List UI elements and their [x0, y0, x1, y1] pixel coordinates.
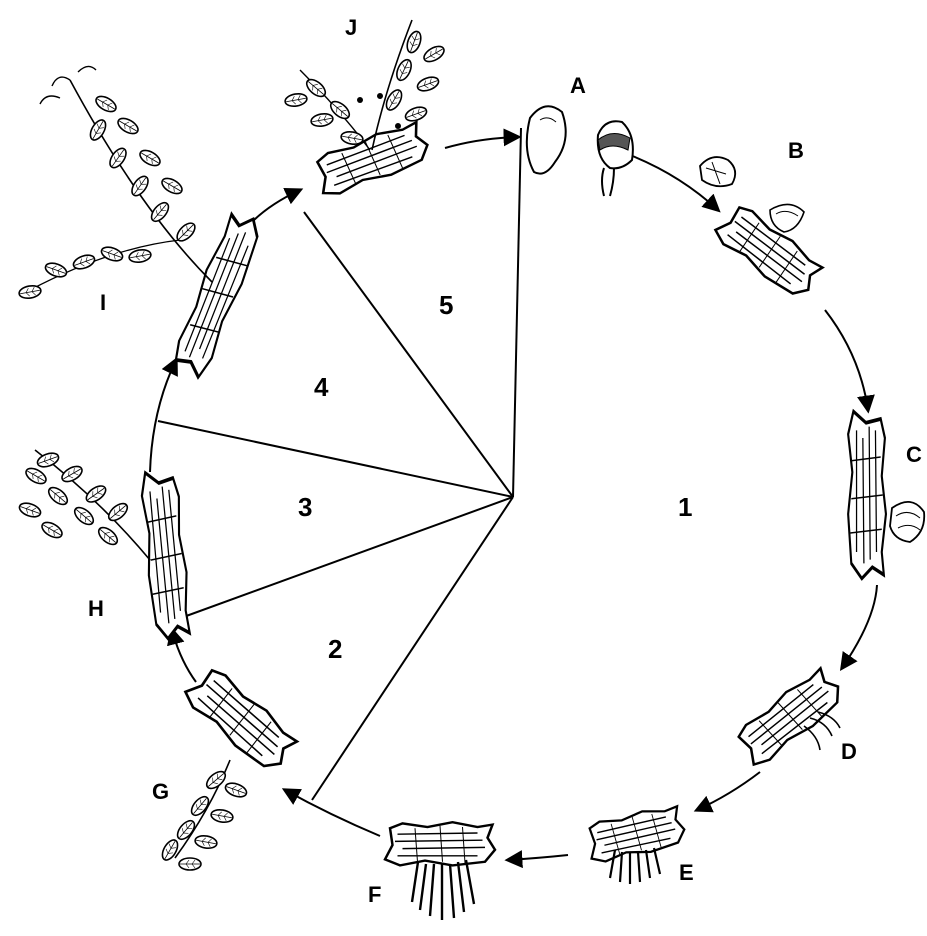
- stage-label-j: J: [345, 17, 357, 39]
- flowering-plant-illustration: [284, 20, 446, 199]
- stage-label-i: I: [100, 292, 106, 314]
- bark-sprout-illustration: [848, 411, 924, 578]
- arrow-b-to-c: [825, 310, 868, 410]
- arrow-g-to-h: [172, 630, 196, 682]
- root-growth-illustration-d: [731, 665, 848, 769]
- sector-line-top: [513, 128, 521, 497]
- segment-label-5: 5: [439, 292, 453, 318]
- root-growth-illustration-f: [385, 822, 495, 920]
- sector-line-upper-left: [304, 212, 513, 497]
- leafy-shoot-illustration-g: [159, 662, 300, 870]
- segment-label-1: 1: [678, 494, 692, 520]
- arrow-e-to-f: [508, 855, 568, 860]
- stage-label-a: A: [570, 75, 586, 97]
- stage-label-c: C: [906, 444, 922, 466]
- stage-label-e: E: [679, 862, 694, 884]
- arrow-f-to-g: [285, 790, 380, 836]
- stage-label-h: H: [88, 598, 104, 620]
- arrow-i-to-j: [252, 190, 300, 222]
- seed-illustration: [527, 106, 633, 196]
- sector-line-lower-left: [178, 497, 513, 619]
- germinating-seed-illustration: [700, 157, 826, 303]
- segment-label-2: 2: [328, 636, 342, 662]
- arrow-d-to-e: [697, 772, 760, 810]
- root-growth-illustration-e: [584, 804, 687, 884]
- sector-line-left: [158, 421, 513, 497]
- arrow-j-to-a: [445, 137, 518, 148]
- arrow-h-to-i: [150, 360, 176, 472]
- leafy-shoot-illustration-h: [18, 450, 193, 640]
- stage-label-g: G: [152, 781, 169, 803]
- stage-label-d: D: [841, 741, 857, 763]
- stage-label-b: B: [788, 140, 804, 162]
- stage-label-f: F: [368, 884, 381, 906]
- arrow-c-to-d: [842, 585, 877, 668]
- leafy-shoot-illustration-i: [18, 66, 266, 379]
- segment-label-4: 4: [314, 374, 328, 400]
- segment-label-3: 3: [298, 494, 312, 520]
